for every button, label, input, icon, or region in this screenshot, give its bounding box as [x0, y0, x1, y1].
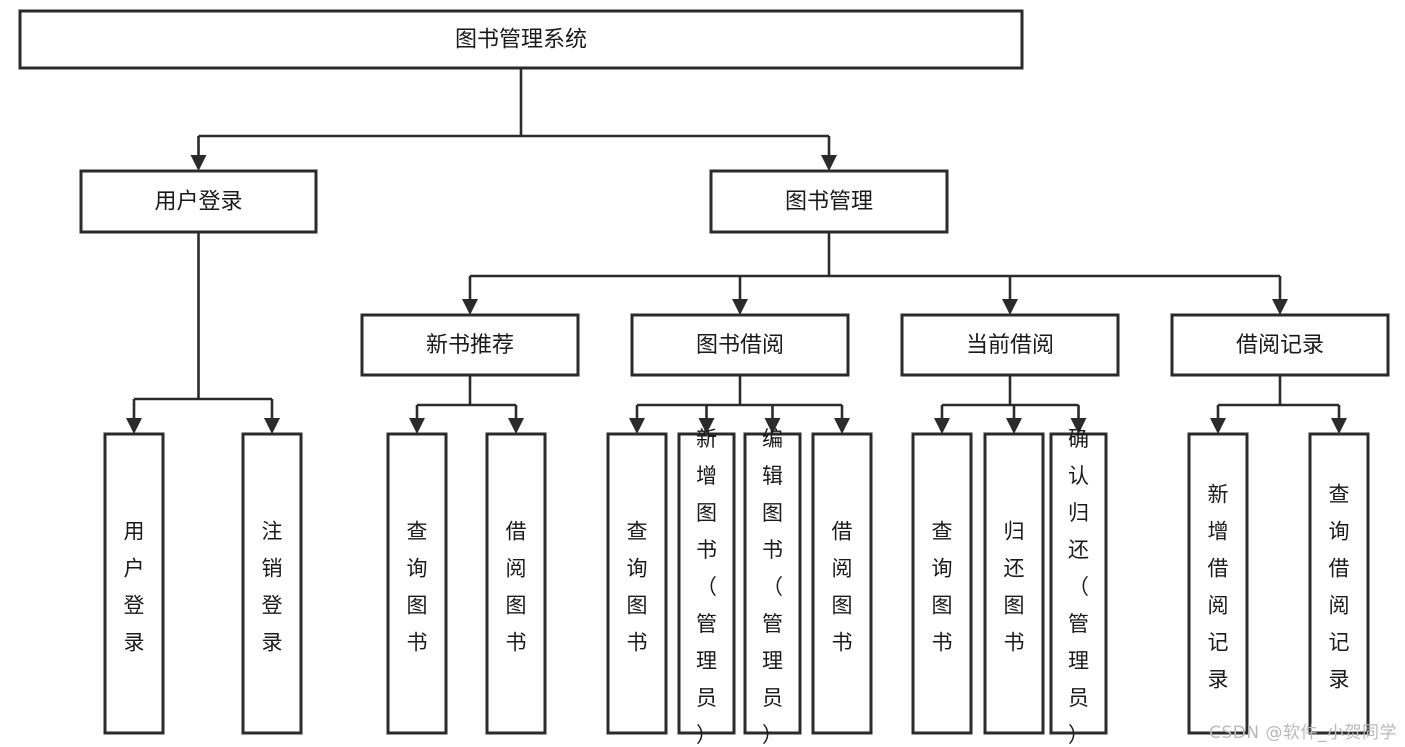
edge-group-current-borrow — [934, 375, 1087, 434]
edge-group-borrow-record — [1210, 375, 1347, 434]
node-box-leaf-borrow-book-2 — [811, 432, 873, 735]
node-label-leaf-user-login: 用户登录 — [124, 519, 145, 654]
node-leaf-add-borrow-record[interactable]: 新增借阅记录 — [1187, 432, 1249, 735]
node-label-leaf-confirm-return: 确认归还（管理员） — [1068, 427, 1089, 747]
node-box-leaf-return-book — [983, 432, 1045, 735]
arrow-head-leaf-return-book — [1006, 418, 1022, 434]
edge-group-book-borrow — [629, 375, 850, 434]
node-box-user-login — [79, 169, 318, 234]
node-leaf-return-book[interactable]: 归还图书 — [983, 432, 1045, 735]
node-label-leaf-query-borrow-record: 查询借阅记录 — [1329, 482, 1350, 691]
arrow-head-current-borrow — [1002, 299, 1018, 315]
arrow-head-book-borrow — [732, 299, 748, 315]
node-label-book-management: 图书管理 — [785, 190, 873, 215]
node-label-leaf-query-book-2: 查询图书 — [627, 519, 648, 654]
edge-group-book-management — [462, 232, 1288, 315]
node-leaf-borrow-book-2[interactable]: 借阅图书 — [811, 432, 873, 735]
node-box-new-book-recommend — [360, 313, 580, 377]
node-box-leaf-edit-book — [743, 432, 802, 735]
arrow-head-new-book-recommend — [462, 299, 478, 315]
node-box-leaf-logout-login — [241, 432, 303, 735]
node-borrow-record[interactable]: 借阅记录 — [1170, 313, 1390, 377]
nodes-layer: 图书管理系统用户登录图书管理新书推荐图书借阅当前借阅借阅记录用户登录注销登录查询… — [18, 9, 1390, 747]
node-book-borrow[interactable]: 图书借阅 — [630, 313, 850, 377]
arrow-head-leaf-borrow-book-1 — [508, 418, 524, 434]
node-leaf-query-book-2[interactable]: 查询图书 — [606, 432, 668, 735]
node-box-leaf-query-book-3 — [911, 432, 973, 735]
node-label-leaf-query-book-1: 查询图书 — [407, 519, 428, 654]
edges-layer — [126, 68, 1347, 434]
node-leaf-borrow-book-1[interactable]: 借阅图书 — [485, 432, 547, 735]
node-leaf-query-book-1[interactable]: 查询图书 — [386, 432, 448, 735]
node-box-leaf-query-book-2 — [606, 432, 668, 735]
node-current-borrow[interactable]: 当前借阅 — [900, 313, 1120, 377]
node-book-management[interactable]: 图书管理 — [709, 169, 949, 234]
arrow-head-leaf-query-book-2 — [629, 418, 645, 434]
node-leaf-user-login[interactable]: 用户登录 — [103, 432, 165, 735]
edge-group-root — [190, 68, 837, 171]
node-label-leaf-borrow-book-2: 借阅图书 — [832, 519, 853, 654]
arrow-head-leaf-logout-login — [264, 418, 280, 434]
edge-group-user-login — [126, 232, 280, 434]
node-leaf-logout-login[interactable]: 注销登录 — [241, 432, 303, 735]
node-box-leaf-add-book — [677, 432, 736, 735]
arrow-head-leaf-borrow-book-2 — [834, 418, 850, 434]
node-new-book-recommend[interactable]: 新书推荐 — [360, 313, 580, 377]
node-label-borrow-record: 借阅记录 — [1236, 333, 1324, 358]
node-label-leaf-add-book: 新增图书（管理员） — [696, 427, 717, 747]
node-box-current-borrow — [900, 313, 1120, 377]
arrow-head-leaf-confirm-return — [1070, 418, 1087, 434]
node-label-current-borrow: 当前借阅 — [966, 333, 1054, 358]
node-label-leaf-return-book: 归还图书 — [1004, 519, 1025, 654]
node-leaf-query-book-3[interactable]: 查询图书 — [911, 432, 973, 735]
arrow-head-leaf-query-book-3 — [934, 418, 950, 434]
arrow-head-leaf-add-borrow-record — [1210, 418, 1226, 434]
node-label-book-borrow: 图书借阅 — [696, 333, 784, 358]
node-box-leaf-confirm-return — [1049, 432, 1108, 735]
node-leaf-query-borrow-record[interactable]: 查询借阅记录 — [1308, 432, 1370, 735]
node-box-leaf-query-book-1 — [386, 432, 448, 735]
edge-group-new-book-recommend — [409, 375, 524, 434]
node-box-leaf-user-login — [103, 432, 165, 735]
node-box-leaf-add-borrow-record — [1187, 432, 1249, 735]
arrow-head-leaf-query-book-1 — [409, 418, 425, 434]
node-label-root: 图书管理系统 — [455, 28, 587, 53]
arrow-head-leaf-query-borrow-record — [1331, 418, 1347, 434]
node-box-book-management — [709, 169, 949, 234]
node-label-leaf-edit-book: 编辑图书（管理员） — [762, 427, 783, 747]
node-label-leaf-add-borrow-record: 新增借阅记录 — [1208, 482, 1229, 691]
node-box-book-borrow — [630, 313, 850, 377]
arrow-head-leaf-user-login — [126, 418, 142, 434]
arrow-head-leaf-edit-book — [764, 418, 781, 434]
node-box-root — [18, 9, 1024, 70]
node-leaf-add-book[interactable]: 新增图书（管理员） — [677, 427, 736, 747]
node-root[interactable]: 图书管理系统 — [18, 9, 1024, 70]
node-label-leaf-logout-login: 注销登录 — [262, 519, 283, 654]
node-label-leaf-query-book-3: 查询图书 — [932, 519, 953, 654]
node-box-leaf-query-borrow-record — [1308, 432, 1370, 735]
node-box-borrow-record — [1170, 313, 1390, 377]
arrow-head-book-management — [821, 155, 837, 171]
arrow-head-leaf-add-book — [698, 418, 715, 434]
node-leaf-confirm-return[interactable]: 确认归还（管理员） — [1049, 427, 1108, 747]
node-leaf-edit-book[interactable]: 编辑图书（管理员） — [743, 427, 802, 747]
node-box-leaf-borrow-book-1 — [485, 432, 547, 735]
node-label-leaf-borrow-book-1: 借阅图书 — [506, 519, 527, 654]
arrow-head-user-login — [190, 155, 207, 171]
node-label-new-book-recommend: 新书推荐 — [426, 333, 514, 358]
node-label-user-login: 用户登录 — [154, 190, 242, 215]
arrow-head-borrow-record — [1272, 299, 1288, 315]
node-user-login[interactable]: 用户登录 — [79, 169, 318, 234]
